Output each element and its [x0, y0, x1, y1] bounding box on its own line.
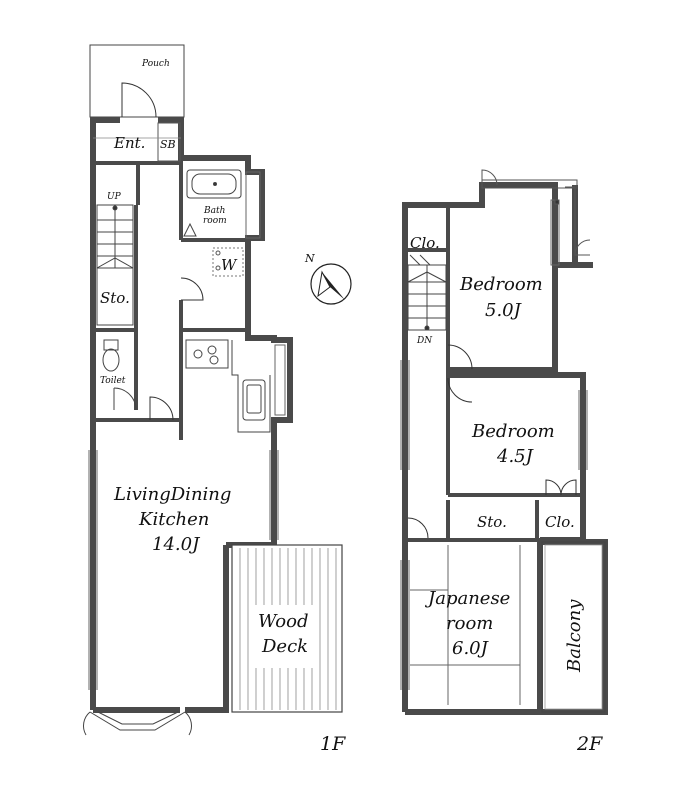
balcony-label: Balcony: [564, 599, 585, 673]
japanese-room-label-line1: Japanese: [424, 588, 510, 609]
first-floor-interior-walls: [93, 158, 248, 440]
deck-label-line1: Wood: [258, 611, 308, 632]
wood-deck: [231, 544, 343, 713]
bathtub: [183, 169, 261, 239]
compass-north-label: N: [304, 252, 315, 265]
pouch-outline: [89, 44, 185, 118]
ldk-label-line1: LivingDining: [113, 484, 231, 505]
tatami-layout: [410, 545, 521, 705]
storage-label: Sto.: [100, 289, 130, 307]
second-floor-stairs: [407, 254, 447, 331]
kitchen-counter: [185, 339, 286, 433]
ldk-label-line3: 14.0J: [152, 534, 201, 555]
second-floor-plan: [400, 169, 608, 715]
compass-needle: [322, 272, 345, 300]
bay-window: [83, 711, 192, 736]
first-floor-label: 1F: [320, 733, 346, 755]
entrance-door: [121, 82, 157, 118]
deck-label-line2: Deck: [261, 636, 308, 657]
compass-ring: [310, 263, 352, 305]
toilet-fixture: [102, 339, 137, 411]
shoe-box-label: SB: [160, 138, 176, 151]
balcony-outline: [541, 541, 606, 713]
pouch-label: Pouch: [141, 59, 170, 69]
shoe-box: [157, 122, 181, 162]
compass: [310, 263, 352, 305]
bath-label-line2: room: [203, 216, 227, 226]
bedroom-2-label-line2: 4.5J: [496, 446, 535, 467]
entrance-label: Ent.: [113, 134, 145, 152]
closet-2-label: Clo.: [545, 513, 575, 531]
bedroom-2-label-line1: Bedroom: [471, 421, 555, 442]
second-floor-windows: [400, 360, 588, 690]
toilet-label: Toilet: [100, 376, 126, 386]
second-floor-label: 2F: [576, 733, 603, 755]
bath-label-line1: Bath: [203, 206, 225, 216]
closet-1-label: Clo.: [410, 234, 440, 252]
japanese-room-label-line3: 6.0J: [452, 638, 490, 659]
bedroom-1-label-line1: Bedroom: [459, 274, 543, 295]
stairs-up-label: UP: [107, 192, 122, 202]
second-floor-doors: [407, 344, 577, 539]
washer-label: W: [221, 256, 238, 274]
ldk-label-line2: Kitchen: [138, 509, 209, 530]
japanese-room-label-line2: room: [446, 613, 493, 634]
first-floor-stairs: [96, 204, 134, 326]
bedroom-1-windows: [481, 169, 591, 266]
first-floor-windows: [88, 450, 279, 690]
bedroom-1-label-line2: 5.0J: [485, 300, 523, 321]
storage-2f-label: Sto.: [477, 513, 507, 531]
first-floor-plan: [83, 44, 343, 736]
washer-space: [212, 247, 244, 277]
hall-door: [149, 396, 174, 421]
stairs-down-label: DN: [416, 336, 433, 346]
